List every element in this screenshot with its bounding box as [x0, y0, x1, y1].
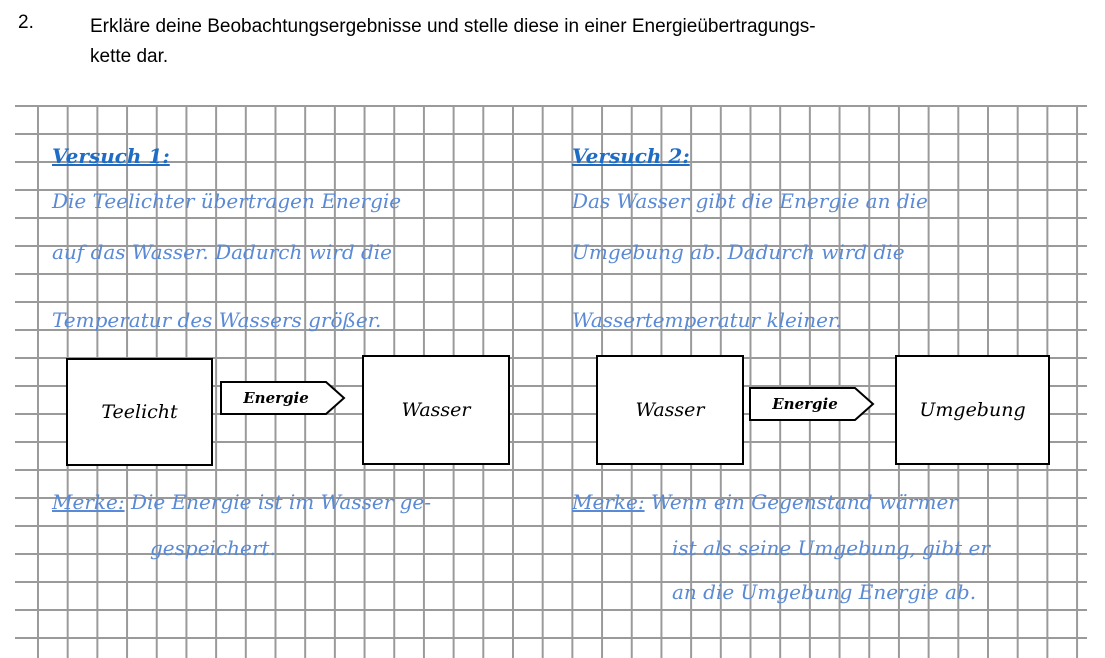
versuch-1-line: Die Teelichter übertragen Energie: [52, 189, 402, 213]
arrow-shape-icon: [220, 381, 346, 415]
task-text: Erkläre deine Beobachtungsergebnisse und…: [90, 12, 990, 72]
merke-text: Wenn ein Gegenstand wärmer: [650, 490, 958, 514]
chain-box-wasser-2: Wasser: [596, 355, 744, 465]
merke-1-line: gespeichert.: [150, 536, 276, 560]
versuch-2-line: Umgebung ab. Dadurch wird die: [572, 240, 905, 264]
task-number: 2.: [18, 12, 34, 33]
chain-box-umgebung: Umgebung: [895, 355, 1050, 465]
chain-box-wasser: Wasser: [362, 355, 510, 465]
merke-text: Die Energie ist im Wasser ge-: [130, 490, 432, 514]
chain-box-teelicht: Teelicht: [66, 358, 213, 466]
merke-2: Merke: Wenn ein Gegenstand wärmer: [572, 490, 958, 514]
energy-arrow-label: Energie: [243, 389, 309, 407]
versuch-1-line: auf das Wasser. Dadurch wird die: [52, 240, 393, 264]
task-line-1: Erkläre deine Beobachtungsergebnisse und…: [90, 16, 816, 37]
energy-arrow-2: Energie: [749, 387, 875, 421]
versuch-1-heading: Versuch 1:: [52, 144, 170, 168]
versuch-2-line: Wassertemperatur kleiner.: [572, 308, 842, 332]
task-line-2: kette dar.: [90, 46, 169, 67]
energy-arrow-label: Energie: [772, 395, 838, 413]
versuch-2-line: Das Wasser gibt die Energie an die: [572, 189, 928, 213]
versuch-2-heading: Versuch 2:: [572, 144, 690, 168]
merke-label: Merke:: [52, 490, 125, 514]
versuch-1-line: Temperatur des Wassers größer.: [52, 308, 382, 332]
merke-2-line: an die Umgebung Energie ab.: [672, 580, 977, 604]
merke-label: Merke:: [572, 490, 645, 514]
merke-1: Merke: Die Energie ist im Wasser ge-: [52, 490, 431, 514]
merke-2-line: ist als seine Umgebung, gibt er: [672, 536, 990, 560]
arrow-shape-icon: [749, 387, 875, 421]
energy-arrow-1: Energie: [220, 381, 346, 415]
